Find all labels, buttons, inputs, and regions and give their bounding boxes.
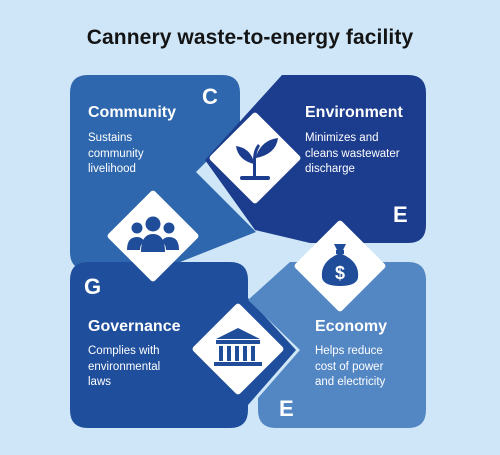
environment-title: Environment xyxy=(305,104,403,121)
environment-description: Minimizes and cleans wastewater discharg… xyxy=(305,132,400,175)
community-description: Sustains community livelihood xyxy=(88,132,144,175)
svg-text:$: $ xyxy=(335,263,345,283)
governance-letter: G xyxy=(84,274,102,299)
economy-panel xyxy=(248,262,426,428)
economy-description: Helps reduce cost of power and electrici… xyxy=(315,345,386,388)
community-letter: C xyxy=(202,84,218,109)
governance-icon-badge xyxy=(192,303,284,395)
government-building-icon xyxy=(214,328,262,366)
community-icon-badge xyxy=(107,190,199,282)
economy-title: Economy xyxy=(315,318,388,335)
community-title: Community xyxy=(88,104,176,121)
economy-letter: E xyxy=(279,396,294,421)
governance-description: Complies with environmental laws xyxy=(88,345,161,388)
environment-icon-badge xyxy=(209,112,301,204)
economy-icon-badge: $ xyxy=(294,220,386,312)
plant-icon xyxy=(236,138,278,180)
governance-title: Governance xyxy=(88,318,181,335)
environment-letter: E xyxy=(393,202,408,227)
diagram-title: Cannery waste-to-energy facility xyxy=(86,26,414,49)
community-panel xyxy=(70,75,256,270)
people-icon xyxy=(127,216,179,252)
money-bag-icon: $ xyxy=(321,244,359,286)
